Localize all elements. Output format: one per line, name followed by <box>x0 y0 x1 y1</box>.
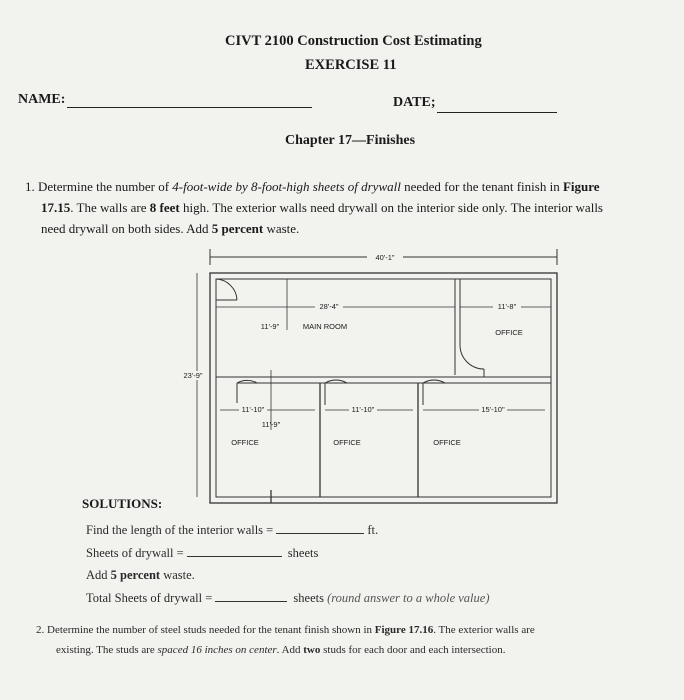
total-sheets-blank[interactable] <box>215 590 288 602</box>
course-title: CIVT 2100 Construction Cost Estimating <box>225 33 482 49</box>
date-label: DATE; <box>393 95 436 110</box>
date-blank[interactable] <box>437 112 557 113</box>
q1-figure-num: 17.15 <box>41 200 71 215</box>
solution-interior-walls: Find the length of the interior walls = … <box>86 522 378 538</box>
name-label: NAME: <box>18 92 66 107</box>
q1-text: Determine the number of <box>38 179 173 194</box>
q2-text: . Add <box>276 644 304 656</box>
dim-main-width: 28'-4" <box>319 302 338 311</box>
label-office-3: OFFICE <box>433 438 461 447</box>
dim-overall-width: 40'-1" <box>375 253 394 262</box>
unit-sheets-total: sheets <box>293 591 324 605</box>
q1-wall-height: 8 feet <box>149 200 180 215</box>
q1-text: needed for the tenant finish in <box>400 179 563 194</box>
q1-text: . The walls are <box>70 200 150 215</box>
q1-text: need drywall on both sides. Add <box>41 221 212 236</box>
solution-interior-walls-label: Find the length of the interior walls = <box>86 523 277 537</box>
q1-figure-ref: Figure <box>562 179 600 194</box>
unit-ft: ft. <box>367 523 379 537</box>
chapter-title: Chapter 17—Finishes <box>285 133 416 148</box>
solutions-title: SOLUTIONS: <box>82 496 163 511</box>
label-main-room: MAIN ROOM <box>303 322 347 331</box>
solution-total: Total Sheets of drywall = sheets (round … <box>86 590 489 606</box>
q1-text: high. The exterior walls need drywall on… <box>179 200 603 215</box>
q2-text: . The exterior walls are <box>433 624 535 636</box>
solution-sheets-label: Sheets of drywall = <box>86 546 187 560</box>
q2-text: Determine the number of steel studs need… <box>47 624 375 636</box>
dim-11-9-bottom: 11'-9" <box>262 420 281 429</box>
name-blank[interactable] <box>67 107 312 108</box>
solution-waste-percent: 5 percent <box>110 568 161 582</box>
dim-office-3-width: 15'-10" <box>481 405 505 414</box>
solution-sheets: Sheets of drywall = sheets <box>86 545 318 561</box>
label-office-2: OFFICE <box>333 438 361 447</box>
q1-waste: 5 percent <box>211 221 264 236</box>
q2-spacing: spaced 16 inches on center <box>157 644 277 656</box>
q2-number: 2. <box>36 624 45 636</box>
interior-walls-blank[interactable] <box>276 522 365 534</box>
q2-line-2: existing. The studs are spaced 16 inches… <box>36 640 661 660</box>
q2-text: studs for each door and each intersectio… <box>320 644 506 656</box>
q1-text: waste. <box>263 221 300 236</box>
dim-office-1-width: 11'-10" <box>242 405 265 414</box>
label-office-right-top: OFFICE <box>495 328 523 337</box>
dim-11-9-top: 11'-9" <box>261 322 280 331</box>
round-note: (round answer to a whole value) <box>327 591 490 605</box>
dim-height: 23'-9" <box>183 371 202 380</box>
q1-sheet-size: 4-foot-wide by 8-foot-high sheets of dry… <box>172 179 401 194</box>
q1-number: 1. <box>25 179 35 194</box>
unit-sheets: sheets <box>287 546 319 560</box>
question-1: 1. Determine the number of 4-foot-wide b… <box>25 176 655 239</box>
dim-right-office-width: 11'-8" <box>498 302 517 311</box>
solution-waste: Add 5 percent waste. <box>86 568 195 583</box>
q2-two: two <box>303 644 321 656</box>
exercise-title: EXERCISE 11 <box>305 57 397 73</box>
q2-figure-ref: Figure 17.16 <box>374 624 434 636</box>
dim-office-2-width: 11'-10" <box>352 405 375 414</box>
question-2: 2. Determine the number of steel studs n… <box>36 620 661 660</box>
q2-text: existing. The studs are <box>56 644 158 656</box>
q1-line-2: 17.15. The walls are 8 feet high. The ex… <box>25 197 655 218</box>
solution-waste-text: waste. <box>160 568 195 582</box>
floor-plan-figure: 40'-1" 28'-4" 11'-8" 11'-9" MAIN ROOM OF… <box>180 249 558 504</box>
solution-waste-text: Add <box>86 568 111 582</box>
label-office-1: OFFICE <box>231 438 259 447</box>
q1-line-3: need drywall on both sides. Add 5 percen… <box>25 218 655 239</box>
sheets-blank[interactable] <box>186 545 282 557</box>
solution-total-label: Total Sheets of drywall = <box>86 591 216 605</box>
